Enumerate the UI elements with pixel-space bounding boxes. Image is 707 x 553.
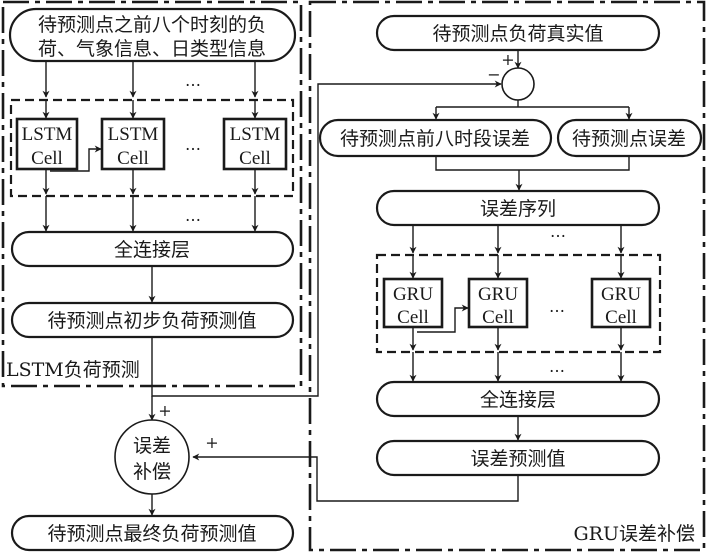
svg-text:GRU: GRU: [393, 284, 433, 305]
svg-text:Cell: Cell: [31, 148, 63, 169]
input-data-box: [8, 7, 297, 63]
initial-prediction-label: 待预测点初步负荷预测值: [47, 310, 256, 332]
gru-layer-group: [375, 253, 662, 354]
gru-cell-2: GRU Cell: [467, 277, 529, 329]
error-sequence-label: 误差序列: [480, 198, 556, 220]
error-prediction-label: 误差预测值: [470, 448, 565, 470]
gru-section-frame: [308, 0, 706, 552]
svg-text:Cell: Cell: [605, 307, 637, 328]
recurrent-connection: [417, 304, 469, 333]
ellipsis: …: [550, 222, 566, 241]
lstm-cell-n: LSTM Cell: [222, 117, 288, 171]
subtraction-node: [501, 67, 535, 101]
initial-prediction-to-subtraction: [151, 80, 502, 397]
svg-text:LSTM: LSTM: [230, 124, 281, 145]
plus-right: +: [205, 433, 218, 452]
svg-text:LSTM: LSTM: [22, 124, 73, 145]
input-data-line2: 荷、气象信息、日类型信息: [38, 38, 266, 60]
svg-text:GRU: GRU: [478, 284, 518, 305]
gru-section-label: GRU误差补偿: [574, 523, 696, 545]
final-prediction-box: [10, 514, 295, 552]
lstm-cell-2: LSTM Cell: [100, 117, 166, 171]
gru-cell-n: GRU Cell: [590, 277, 652, 329]
error-prediction-to-compensation: [192, 453, 519, 502]
gru-dense-layer-label: 全连接层: [480, 389, 556, 411]
lstm-dense-layer-label: 全连接层: [114, 239, 190, 261]
svg-text:Cell: Cell: [117, 148, 149, 169]
svg-text:LSTM: LSTM: [108, 124, 159, 145]
svg-text:Cell: Cell: [239, 148, 271, 169]
compensation-line2: 补偿: [133, 461, 171, 483]
actual-value-label: 待预测点负荷真实值: [432, 23, 603, 45]
ellipsis: …: [185, 206, 201, 225]
plus-top: +: [158, 401, 171, 420]
ellipsis: …: [185, 135, 201, 154]
plus-sign: +: [501, 50, 514, 69]
input-data-line1: 待预测点之前八个时刻的负: [38, 14, 266, 36]
svg-text:Cell: Cell: [482, 307, 514, 328]
recurrent-connection: [50, 145, 102, 172]
lstm-cell-1: LSTM Cell: [15, 117, 79, 171]
final-prediction-label: 待预测点最终负荷预测值: [47, 523, 256, 545]
minus-sign: −: [487, 65, 500, 84]
svg-text:Cell: Cell: [397, 307, 429, 328]
connector: [435, 156, 630, 171]
compensation-line1: 误差: [133, 435, 171, 457]
lstm-section-label: LSTM负荷预测: [6, 359, 140, 381]
gru-cell-1: GRU Cell: [382, 277, 444, 329]
ellipsis: …: [549, 297, 565, 316]
point-error-label: 待预测点误差: [572, 128, 686, 150]
ellipsis: …: [185, 71, 201, 90]
error-sequence-box: [375, 189, 661, 227]
prev-errors-label: 待预测点前八时段误差: [340, 128, 530, 150]
ellipsis: …: [549, 357, 565, 376]
svg-text:GRU: GRU: [601, 284, 641, 305]
lstm-layer-group: [9, 98, 295, 198]
